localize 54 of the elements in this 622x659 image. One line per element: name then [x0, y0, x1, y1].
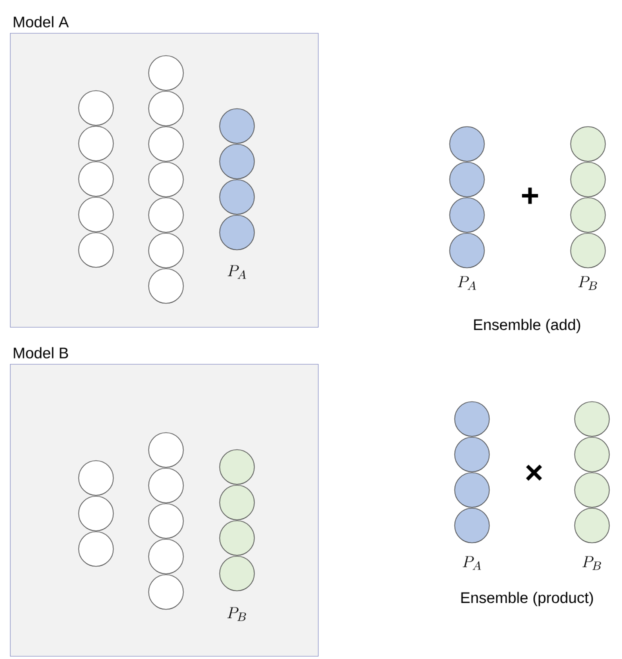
neuron-circle: [219, 520, 255, 556]
neuron-circle: [219, 484, 255, 520]
neuron-circle: [148, 126, 184, 162]
neuron-circle: [454, 401, 490, 437]
neuron-circle: [78, 161, 114, 197]
neuron-circle: [148, 55, 184, 91]
neuron-circle: [148, 268, 184, 304]
probability-label: $P_A$: [228, 265, 246, 279]
ensemble-caption: Ensemble (add): [474, 318, 580, 334]
neuron-circle: [148, 538, 184, 574]
neuron-circle: [570, 162, 606, 198]
operator-sign: ×: [526, 464, 542, 481]
probability-label: $P_A$: [462, 556, 481, 570]
neuron-circle: [449, 162, 485, 198]
neuron-circle: [78, 196, 114, 232]
neuron-circle: [570, 197, 606, 233]
box-heading: Model B: [14, 347, 68, 358]
neuron-circle: [574, 508, 610, 544]
operator-sign: +: [522, 188, 538, 204]
neuron-circle: [78, 531, 114, 567]
neuron-circle: [219, 214, 255, 250]
neuron-circle: [219, 108, 255, 144]
neuron-circle: [78, 460, 114, 496]
neuron-circle: [574, 472, 610, 508]
neuron-circle: [148, 574, 184, 610]
neuron-circle: [78, 496, 114, 532]
probability-label: $P_B$: [582, 556, 602, 570]
neuron-circle: [219, 144, 255, 180]
neuron-circle: [148, 90, 184, 126]
neuron-circle: [219, 449, 255, 485]
neuron-circle: [570, 232, 606, 268]
neuron-circle: [449, 126, 485, 162]
neuron-circle: [574, 436, 610, 472]
neuron-circle: [78, 232, 114, 268]
neuron-circle: [148, 468, 184, 504]
neuron-circle: [148, 197, 184, 233]
neuron-circle: [78, 90, 114, 126]
neuron-circle: [219, 556, 255, 592]
neuron-circle: [570, 126, 606, 162]
neuron-circle: [449, 197, 485, 233]
neuron-circle: [148, 232, 184, 268]
neuron-circle: [454, 508, 490, 544]
neuron-circle: [454, 436, 490, 472]
probability-label: $P_B$: [227, 607, 246, 621]
neuron-circle: [148, 503, 184, 539]
neuron-circle: [449, 232, 485, 268]
box-heading: Model A: [14, 16, 69, 28]
neuron-circle: [78, 126, 114, 162]
neuron-circle: [148, 162, 184, 198]
neuron-circle: [454, 472, 490, 508]
neuron-circle: [574, 401, 610, 437]
ensemble-caption: Ensemble (product): [461, 592, 593, 606]
neuron-circle: [148, 432, 184, 468]
neuron-circle: [219, 179, 255, 215]
